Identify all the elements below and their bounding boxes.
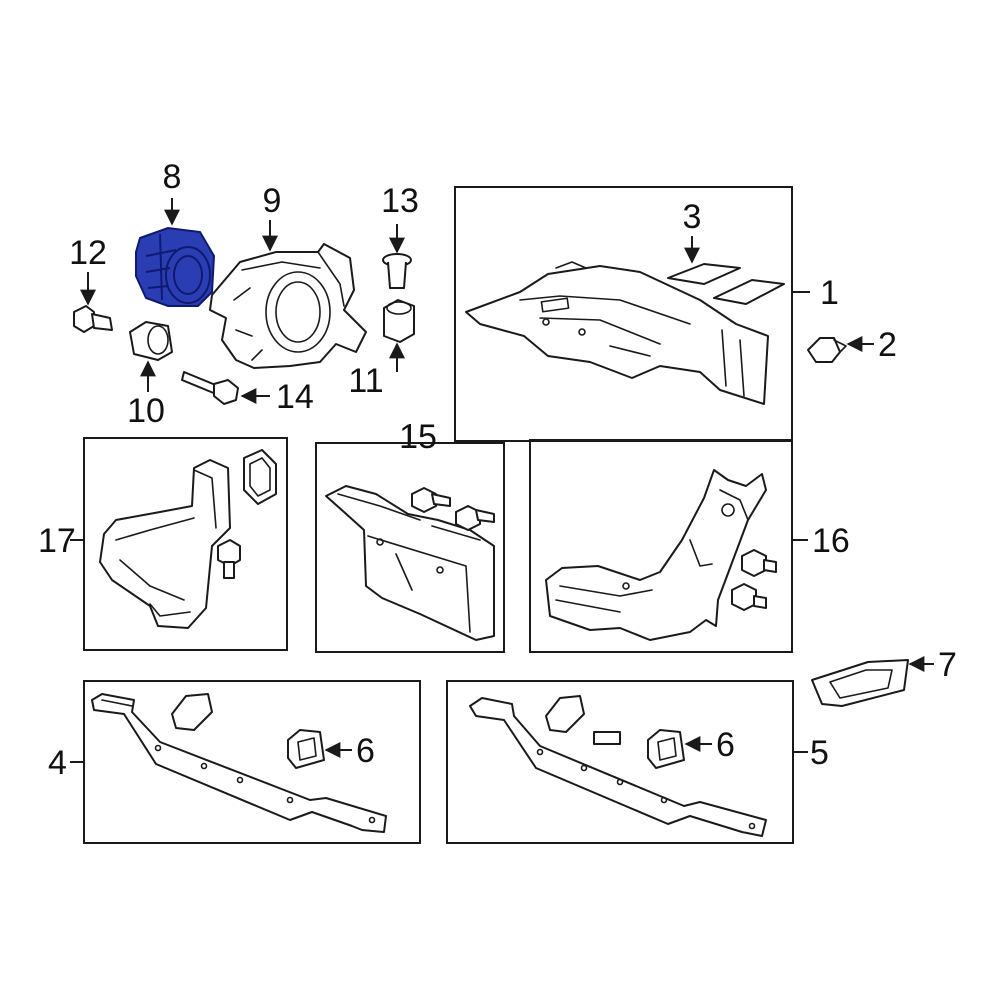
part-10-grommet[interactable]	[129, 321, 173, 361]
callout-6b: 6	[716, 726, 735, 764]
part-5-rail[interactable]	[469, 695, 767, 837]
part-3-labels[interactable]	[667, 263, 785, 305]
callout-8: 8	[163, 158, 182, 196]
part-13-spacer[interactable]	[382, 253, 412, 289]
callout-5: 5	[810, 734, 829, 772]
part-11-mount[interactable]	[383, 299, 415, 343]
part-17-duct[interactable]	[99, 449, 277, 629]
part-1-undercover[interactable]	[465, 261, 769, 405]
callout-12: 12	[69, 234, 107, 272]
callout-3: 3	[683, 198, 702, 236]
callout-13: 13	[381, 182, 419, 220]
frame-part-5	[446, 680, 794, 844]
part-7-insulator[interactable]	[811, 659, 909, 707]
part-4-rail[interactable]	[91, 693, 387, 833]
callout-14: 14	[276, 378, 314, 416]
callout-2: 2	[878, 326, 897, 364]
callout-1: 1	[820, 274, 839, 312]
frame-part-17	[83, 437, 288, 651]
part-14-bolt[interactable]	[181, 371, 239, 405]
part-16-bracket[interactable]	[545, 469, 777, 641]
callout-16: 16	[812, 522, 850, 560]
callout-6a: 6	[356, 732, 375, 770]
callout-7: 7	[938, 646, 957, 684]
part-8-blower-motor[interactable]	[135, 226, 216, 307]
callout-10: 10	[127, 392, 165, 430]
frame-part-16	[529, 439, 793, 653]
callout-9: 9	[263, 182, 282, 220]
callout-4: 4	[48, 744, 67, 782]
part-12-bolt[interactable]	[73, 305, 113, 333]
callout-17: 17	[38, 522, 76, 560]
part-2-clip[interactable]	[807, 337, 847, 363]
part-15-bracket[interactable]	[325, 485, 495, 641]
callout-11: 11	[348, 362, 383, 400]
callout-15: 15	[399, 418, 437, 456]
part-9-fan-housing[interactable]	[209, 243, 367, 369]
